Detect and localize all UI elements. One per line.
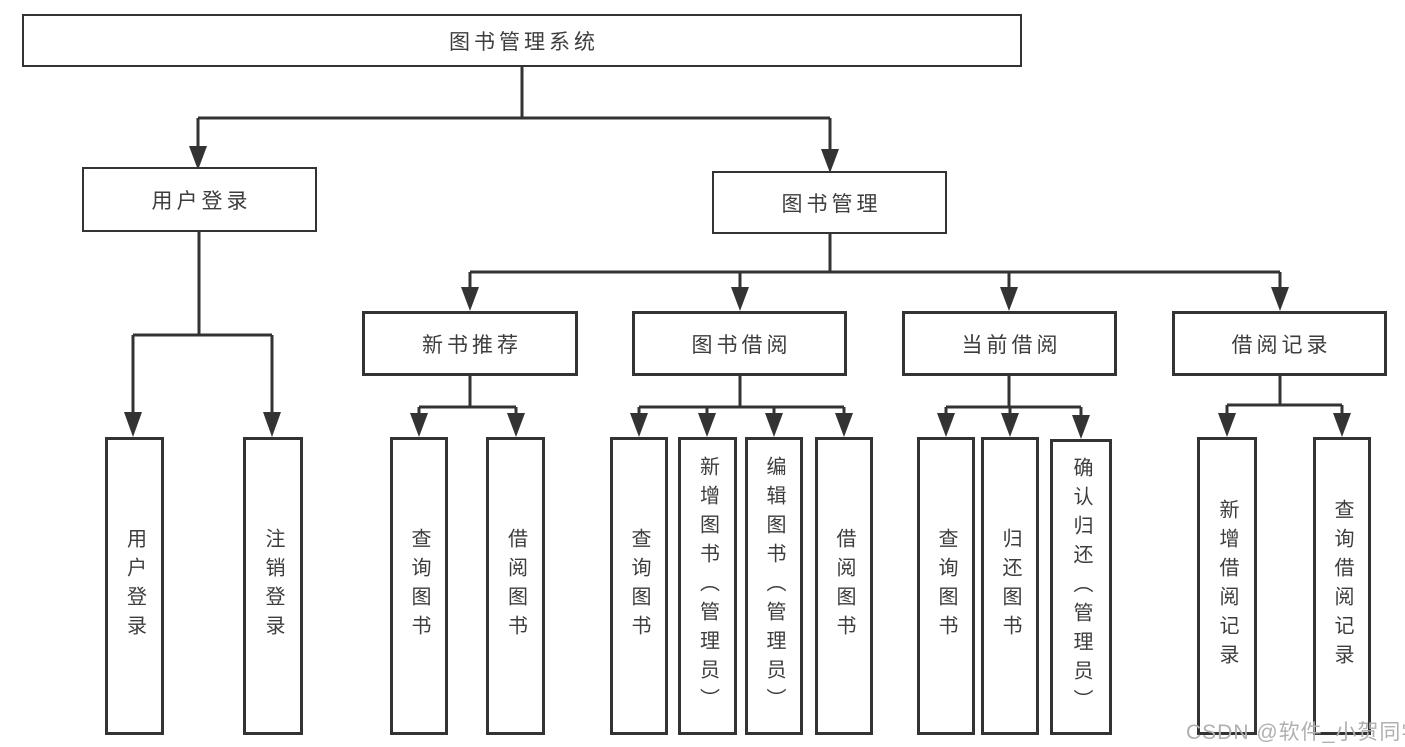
arrowhead-br-add: [1218, 413, 1236, 437]
watermark-text: CSDN @软件_小贺同学: [1186, 721, 1405, 744]
arrowhead-cb-confirm: [1072, 415, 1090, 439]
arrowhead-bb-add: [698, 413, 716, 437]
node-book-management: 图书管理: [712, 171, 947, 234]
arrowhead-bb-borrow: [835, 413, 853, 437]
connector-book-management: [468, 234, 1282, 292]
node-new-book-recommend: 新书推荐: [362, 311, 578, 376]
connector-current-borrowing: [944, 376, 1083, 418]
node-book-borrowing: 图书借阅: [632, 311, 847, 376]
node-cb-return-books: 归还图书: [981, 437, 1039, 735]
arrowhead-borrowing-records: [1271, 287, 1289, 311]
arrowhead-cb-query: [937, 413, 955, 437]
node-cb-query-books: 查询图书: [917, 437, 975, 735]
connector-root: [196, 67, 832, 152]
node-borrowing-records: 借阅记录: [1172, 311, 1387, 376]
node-nb-query-books: 查询图书: [390, 437, 448, 735]
arrowhead-user-login-leaf: [124, 412, 142, 437]
node-nb-borrow-books: 借阅图书: [486, 437, 545, 735]
arrowhead-new-book-recommend: [461, 287, 479, 311]
connector-new-book-recommend: [417, 376, 518, 418]
arrowhead-user-login: [189, 146, 207, 170]
arrowhead-logout-leaf: [263, 412, 281, 437]
arrowhead-book-management: [821, 149, 839, 173]
node-logout-leaf: 注销登录: [243, 437, 303, 735]
node-cb-confirm-return-admin: 确认归还（管理员）: [1050, 439, 1112, 735]
arrowhead-nb-query: [410, 413, 428, 437]
arrowhead-current-borrowing: [1000, 287, 1018, 311]
node-br-add-record: 新增借阅记录: [1197, 437, 1257, 735]
node-bb-add-books-admin: 新增图书（管理员）: [678, 437, 737, 735]
node-bb-borrow-books: 借阅图书: [815, 437, 873, 735]
arrowhead-bb-edit: [765, 413, 783, 437]
node-br-query-record: 查询借阅记录: [1313, 437, 1371, 735]
connector-borrowing-records: [1225, 376, 1344, 418]
arrowhead-book-borrowing: [731, 287, 749, 311]
connector-book-borrowing: [637, 376, 846, 418]
arrowhead-br-query: [1333, 413, 1351, 437]
node-library-system: 图书管理系统: [22, 14, 1022, 67]
arrowhead-bb-query: [630, 413, 648, 437]
arrowhead-cb-return: [1001, 413, 1019, 437]
node-current-borrowing: 当前借阅: [902, 311, 1117, 376]
node-bb-edit-books-admin: 编辑图书（管理员）: [745, 437, 803, 735]
node-user-login-leaf: 用户登录: [105, 437, 164, 735]
node-user-login: 用户登录: [82, 167, 317, 232]
connector-user-login: [131, 232, 274, 416]
node-bb-query-books: 查询图书: [610, 437, 668, 735]
arrowhead-nb-borrow: [507, 413, 525, 437]
